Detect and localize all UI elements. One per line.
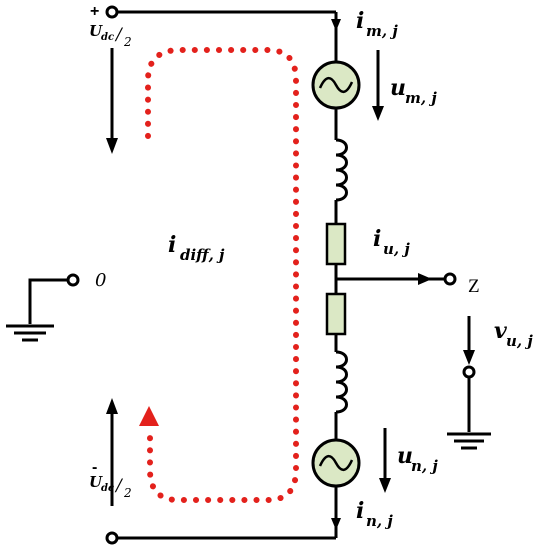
top-terminal (105, 5, 119, 19)
terminals (66, 5, 476, 545)
resistor-upper (325, 222, 347, 266)
inductor-upper (335, 138, 348, 202)
svg-text:2: 2 (123, 486, 132, 500)
svg-text:i: i (373, 226, 381, 252)
svg-text:n, j: n, j (366, 512, 393, 530)
inductor-lower (335, 350, 348, 414)
v-terminal (462, 365, 476, 379)
svg-text:dc: dc (101, 32, 114, 43)
im-arrow (331, 19, 341, 31)
svg-text:v: v (494, 318, 507, 344)
in-arrow (331, 518, 341, 530)
svg-text:/: / (114, 25, 124, 45)
node-zero-label: 0 (95, 270, 106, 291)
svg-text:n, j: n, j (411, 457, 438, 475)
svg-text:u, j: u, j (506, 332, 533, 350)
ac-source-upper (311, 60, 361, 110)
svg-text:diff, j: diff, j (180, 246, 225, 264)
svg-text:dc: dc (101, 483, 114, 494)
ground-symbol-left (6, 324, 54, 342)
svg-text:U: U (89, 473, 103, 491)
svg-text:i: i (356, 8, 364, 34)
idiff-label: i diff, j (168, 232, 225, 264)
um-label: u m, j (390, 75, 437, 107)
vu-label: v u, j (494, 318, 533, 350)
ground-symbol-right (447, 432, 491, 450)
svg-text:u: u (390, 75, 406, 101)
svg-text:u: u (397, 443, 413, 469)
circulating-current-path (145, 47, 299, 503)
ground-wire-left (28, 278, 70, 324)
svg-text:i: i (168, 232, 176, 258)
un-label: u n, j (397, 443, 438, 475)
z-terminal (443, 272, 457, 286)
node-z-label: Z (468, 276, 480, 297)
iu-label: i u, j (373, 226, 410, 258)
svg-text:m, j: m, j (405, 89, 437, 107)
minus-sign: - (92, 459, 97, 476)
udc-top-label: U dc / 2 (89, 22, 132, 49)
svg-text:2: 2 (123, 35, 132, 49)
svg-text:i: i (356, 498, 364, 524)
zero-terminal (66, 273, 80, 287)
resistor-lower (325, 292, 347, 336)
bottom-terminal (105, 531, 119, 545)
im-label: i m, j (356, 8, 398, 40)
circulating-current-arrow (139, 406, 159, 426)
svg-text:u, j: u, j (383, 240, 410, 258)
svg-text:/: / (114, 476, 124, 496)
svg-text:U: U (89, 22, 103, 40)
in-label: i n, j (356, 498, 393, 530)
ac-source-lower (311, 438, 361, 488)
udc-bottom-label: U dc / 2 (89, 473, 132, 500)
arrows (106, 19, 475, 530)
plus-sign: + (90, 3, 99, 20)
iu-arrow (418, 273, 432, 285)
svg-text:m, j: m, j (366, 22, 398, 40)
